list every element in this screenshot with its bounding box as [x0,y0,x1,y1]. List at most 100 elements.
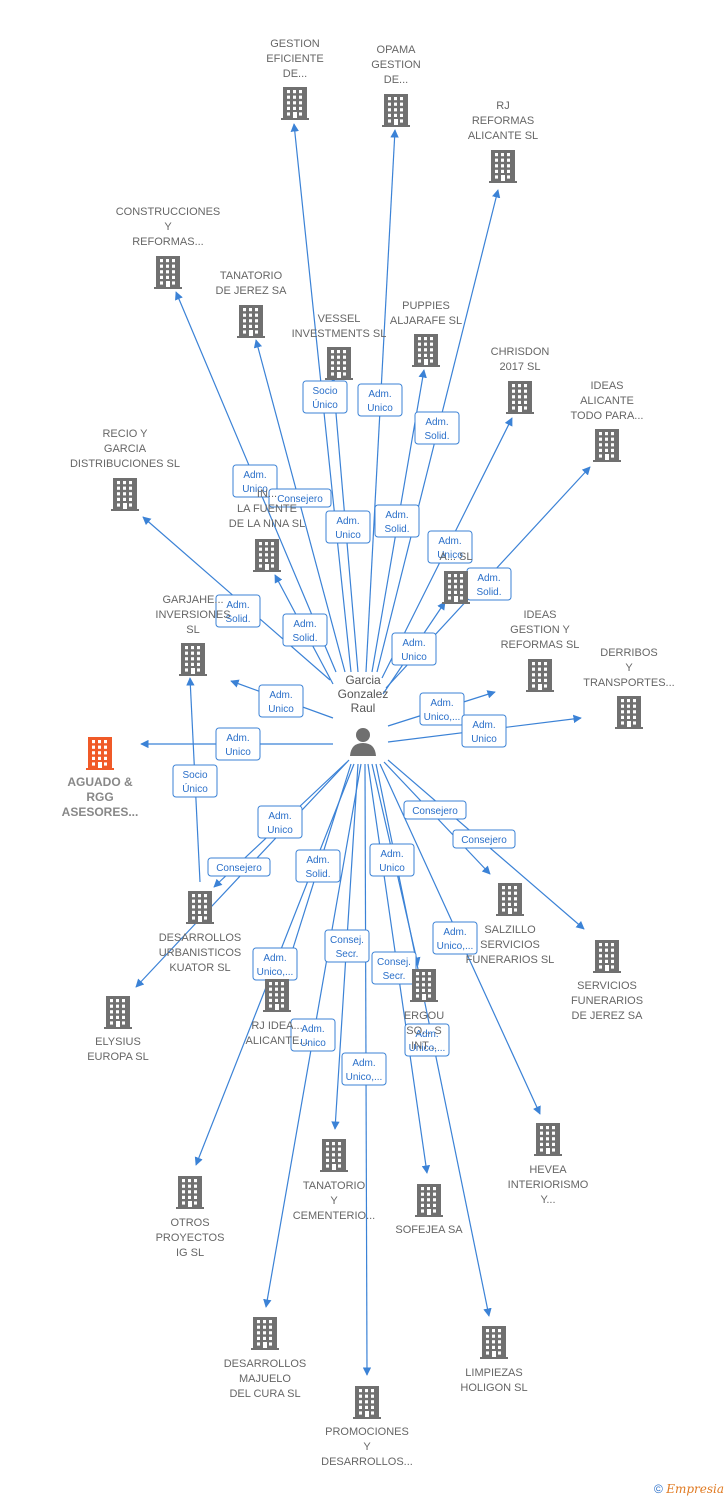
company-label: OTROS [170,1217,209,1229]
company-label: HEVEA [529,1164,567,1176]
footer-brand[interactable]: © Empresia [654,1482,724,1496]
relation-text: Solid. [424,431,449,442]
relation-text: Unico,... [409,1043,446,1054]
relation-text: Consejero [461,835,507,846]
relation-text: Adm. [443,927,466,938]
building-icon [442,571,470,604]
building-icon [179,643,207,676]
company-label: DE... [283,68,307,80]
building-icon [186,891,214,924]
relation-label-rj_ideas: Adm.Unico,... [252,947,298,981]
relation-text: Adm. [352,1058,375,1069]
company-node-rj_ideas[interactable]: RJ IDEA...ALICANTE... [246,979,309,1047]
relation-label-opama: Adm.Solid. [374,504,420,538]
relation-text: Adm. [368,389,391,400]
relation-label-derribos: Adm.Unico [461,714,507,748]
building-icon [237,305,265,338]
company-node-aguado[interactable]: AGUADO &RGGASESORES... [62,737,139,819]
relation-text: Unico [242,484,268,495]
relation-label-desarrollos_kuator: Consejero [207,857,271,877]
company-label: DESARROLLOS [224,1358,307,1370]
relation-text: Unico [367,403,393,414]
relation-text: Adm. [402,638,425,649]
company-label: HOLIGON SL [460,1382,527,1394]
relation-text: Unico,... [424,712,461,723]
company-node-promociones[interactable]: PROMOCIONESYDESARROLLOS... [321,1386,413,1468]
relation-text: Consejero [277,494,323,505]
company-node-construcciones[interactable]: CONSTRUCCIONESYREFORMAS... [116,206,221,289]
company-node-tanatorio_cementerio[interactable]: TANATORIOYCEMENTERIO... [293,1139,376,1222]
building-icon [176,1176,204,1209]
relation-text: Solid. [305,869,330,880]
company-label: DEL CURA SL [229,1388,300,1400]
relation-text: Solid. [384,524,409,535]
company-label: OPAMA [377,44,417,56]
company-label: CHRISDON [491,346,550,358]
company-label: DE... [384,74,408,86]
person-name: Gonzalez [338,687,389,701]
relation-text: Unico [335,530,361,541]
relation-text: Unico [401,652,427,663]
relation-labels-layer: SocioÚnicoAdm.UnicoAdm.Solid.Adm.UnicoCo… [172,380,516,1086]
company-label: PUPPIES [402,300,450,312]
building-icon [480,1326,508,1359]
company-label: DESARROLLOS [159,932,242,944]
relation-text: Adm. [268,811,291,822]
relation-text: Socio [182,770,207,781]
relation-label-a_sl: Adm. Unico [391,632,437,666]
company-label: VESSEL [318,313,361,325]
building-icon [325,347,353,380]
relation-text: Único [182,782,208,795]
company-label: PROMOCIONES [325,1426,409,1438]
building-icon [111,478,139,511]
company-label: TODO PARA... [571,410,644,422]
company-label: DESARROLLOS... [321,1456,413,1468]
building-icon [615,696,643,729]
relation-text: Adm. [226,600,249,611]
company-label: ERGOU [404,1010,444,1022]
building-icon [593,429,621,462]
relation-text: Adm. [477,573,500,584]
building-icon [526,659,554,692]
company-node-hevea[interactable]: HEVEAINTERIORISMOY... [508,1123,589,1206]
relation-text: Secr. [383,971,406,982]
company-node-gestion_eficiente[interactable]: GESTIONEFICIENTEDE... [266,38,324,120]
relation-text: Solid. [225,614,250,625]
relation-text: Unico [225,747,251,758]
company-label: DE JEREZ SA [216,285,288,297]
building-icon [410,969,438,1002]
company-node-a_sl[interactable]: A... SL [439,551,473,604]
company-label: Y [625,662,633,674]
person-name: Raul [351,701,376,715]
company-label: ALICANTE SL [468,130,538,142]
company-node-sofejea[interactable]: SOFEJEA SA [395,1184,463,1236]
company-label: ASESORES... [62,805,139,819]
relation-label-ideas_gestion: Adm.Unico,... [419,692,465,726]
company-node-opama[interactable]: OPAMAGESTIONDE... [371,44,421,127]
company-label: SALZILLO [484,924,536,936]
relation-label-elysius: Adm.Unico [257,805,303,839]
person-icon [350,728,376,756]
company-node-derribos[interactable]: DERRIBOSYTRANSPORTES... [583,647,675,729]
company-label: DERRIBOS [600,647,657,659]
